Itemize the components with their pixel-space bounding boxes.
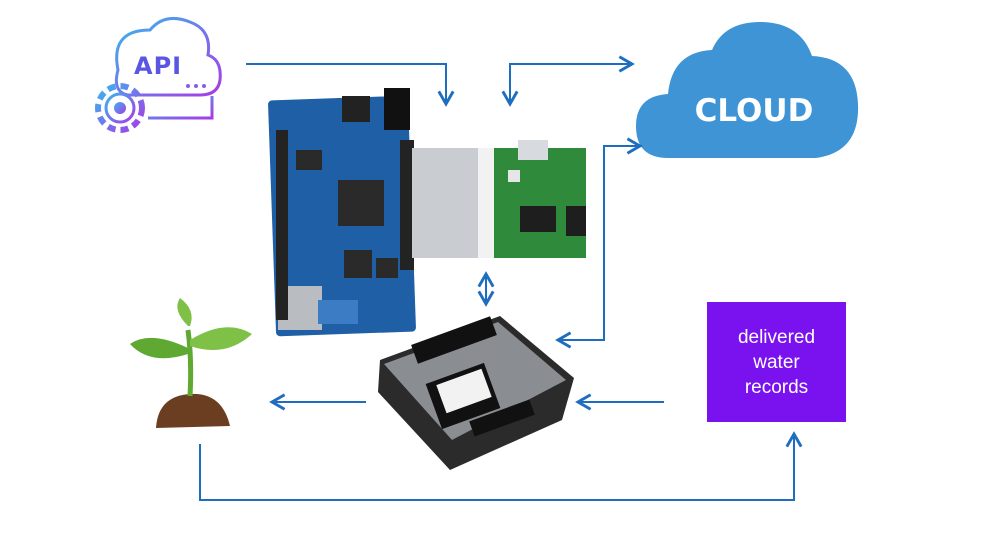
delivered-water-records-box: delivered water records bbox=[707, 302, 846, 422]
cloud-icon bbox=[636, 22, 859, 158]
records-label: delivered water records bbox=[737, 326, 816, 398]
cloud-label: CLOUD bbox=[695, 93, 814, 129]
plant-icon bbox=[130, 298, 252, 428]
api-gear-icon bbox=[95, 16, 222, 133]
arrow-api-to-board bbox=[246, 63, 455, 107]
arrow-plant-to-records bbox=[199, 431, 803, 501]
fpga-board-image bbox=[268, 88, 416, 337]
arrow-board-cloud-bidirectional bbox=[501, 55, 635, 107]
wifi-module-image bbox=[378, 316, 574, 470]
api-label: API bbox=[134, 52, 182, 80]
gpio-shield-image bbox=[412, 140, 586, 258]
arrow-cloud-wifi-bidirectional bbox=[555, 137, 643, 349]
